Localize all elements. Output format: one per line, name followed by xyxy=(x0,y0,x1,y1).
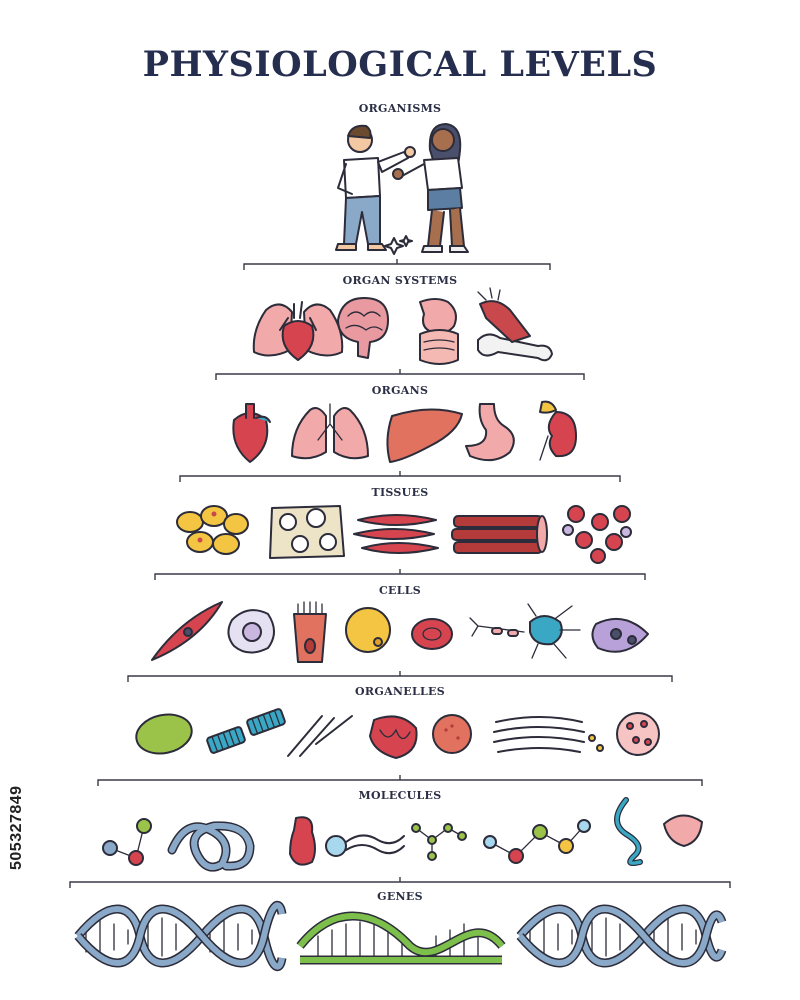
stomach-icon xyxy=(465,403,515,462)
dna-helix-left-icon xyxy=(74,900,287,972)
man-figure xyxy=(335,124,416,251)
heart-icon xyxy=(232,403,271,463)
level-label-organ-systems: ORGAN SYSTEMS xyxy=(342,274,458,287)
molecules-row xyxy=(102,797,703,872)
bracket-tissues xyxy=(154,569,646,580)
adipose-tissue-icon xyxy=(176,505,249,555)
membrane-molecule-icon xyxy=(663,814,703,847)
level-label-organelles: ORGANELLES xyxy=(355,685,445,698)
dna-helix-right-icon xyxy=(516,904,727,968)
bracket-cells xyxy=(127,671,673,682)
red-blood-cell-icon xyxy=(411,618,453,650)
small-molecule-icon xyxy=(102,818,152,866)
lungs-icon xyxy=(291,403,369,460)
chloroplast-icon xyxy=(135,713,193,755)
bone-tissue-icon xyxy=(269,505,345,559)
branched-molecule-icon xyxy=(411,823,467,861)
organs-row xyxy=(232,400,577,463)
level-label-organisms: ORGANISMS xyxy=(358,102,442,115)
sparkle-icon xyxy=(384,235,413,255)
tissues-row xyxy=(176,505,632,564)
white-blood-cell-icon xyxy=(227,609,275,654)
genes-row xyxy=(74,900,727,972)
smooth-muscle-cell-icon xyxy=(151,601,223,661)
organ-systems-row xyxy=(252,287,553,365)
bracket-molecules xyxy=(69,877,731,888)
level-label-molecules: MOLECULES xyxy=(358,789,442,802)
centriole-icon xyxy=(206,708,286,754)
page-title: PHYSIOLOGICAL LEVELS xyxy=(142,44,658,85)
skeletal-muscle-tissue-icon xyxy=(451,515,548,554)
mitochondrion-icon xyxy=(369,715,418,759)
level-label-genes: GENES xyxy=(377,890,423,903)
cells-row xyxy=(151,601,649,663)
strand-molecule-icon xyxy=(614,797,643,867)
vesicle-icon xyxy=(616,712,660,756)
bracket-organ-systems xyxy=(215,369,585,380)
bracket-organelles xyxy=(97,775,703,786)
level-label-organs: ORGANS xyxy=(371,384,429,397)
neuron-icon xyxy=(469,603,581,659)
kidney-icon xyxy=(539,400,577,461)
globular-molecule-icon xyxy=(289,816,316,866)
egg-cell-icon xyxy=(345,607,391,653)
digestive-system-icon xyxy=(419,298,459,365)
lysosome-icon xyxy=(432,714,472,754)
nervous-system-icon xyxy=(337,297,389,359)
dna-single-strand-icon xyxy=(296,911,506,965)
smooth-muscle-tissue-icon xyxy=(353,514,439,554)
sperm-like-cell-icon xyxy=(591,617,649,653)
people-illustration xyxy=(335,123,469,255)
level-label-cells: CELLS xyxy=(378,584,422,597)
level-label-tissues: TISSUES xyxy=(371,486,429,499)
level-brackets xyxy=(69,259,731,888)
epithelial-cell-icon xyxy=(293,601,327,663)
woman-figure xyxy=(392,123,469,253)
microfilament-icon xyxy=(287,715,353,757)
respiratory-system-icon xyxy=(252,301,344,361)
liver-icon xyxy=(386,408,463,463)
lipid-molecule-icon xyxy=(325,834,405,857)
organelles-row xyxy=(135,708,660,759)
compound-molecule-icon xyxy=(483,819,591,864)
protein-chain-icon xyxy=(167,821,255,872)
bracket-organisms xyxy=(243,259,551,270)
bracket-organs xyxy=(179,471,621,482)
golgi-apparatus-icon xyxy=(493,716,604,753)
musculoskeletal-system-icon xyxy=(477,287,553,362)
blood-tissue-icon xyxy=(562,505,632,564)
